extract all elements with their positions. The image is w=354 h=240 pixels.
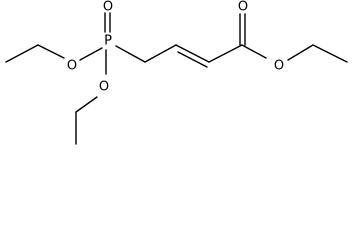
bond-ester-o-ch2 — [287, 44, 314, 61]
bond-ch-ch-double-b — [177, 51, 208, 68]
bond-c-ester-o — [241, 44, 267, 59]
atom-label-phosphoryl-oxygen: O — [103, 0, 113, 15]
bond-ch-ch-double-a — [175, 44, 210, 63]
bond-upper-ethyl-ch2-o — [37, 44, 65, 59]
bond-p-ch2 — [115, 45, 146, 63]
atom-label-carbonyl-oxygen: O — [238, 0, 248, 15]
bond-ch2-ch — [144, 44, 177, 63]
atom-label-ester-oxygen-right: O — [274, 59, 284, 74]
atom-label-ester-oxygen-upper: O — [67, 59, 77, 74]
atom-label-phosphorus: P — [104, 34, 112, 49]
chemical-structure-diagram: P O O O O O — [5, 0, 348, 145]
atom-label-ester-oxygen-lower: O — [99, 80, 109, 95]
bond-ch-c-carbonyl — [208, 44, 243, 63]
bond-lower-o-ch2 — [75, 96, 98, 113]
bond-upper-o-p — [79, 47, 103, 61]
bond-upper-ethyl-ch3-ch2 — [5, 44, 39, 63]
bond-ester-ch2-ch3 — [312, 44, 348, 63]
